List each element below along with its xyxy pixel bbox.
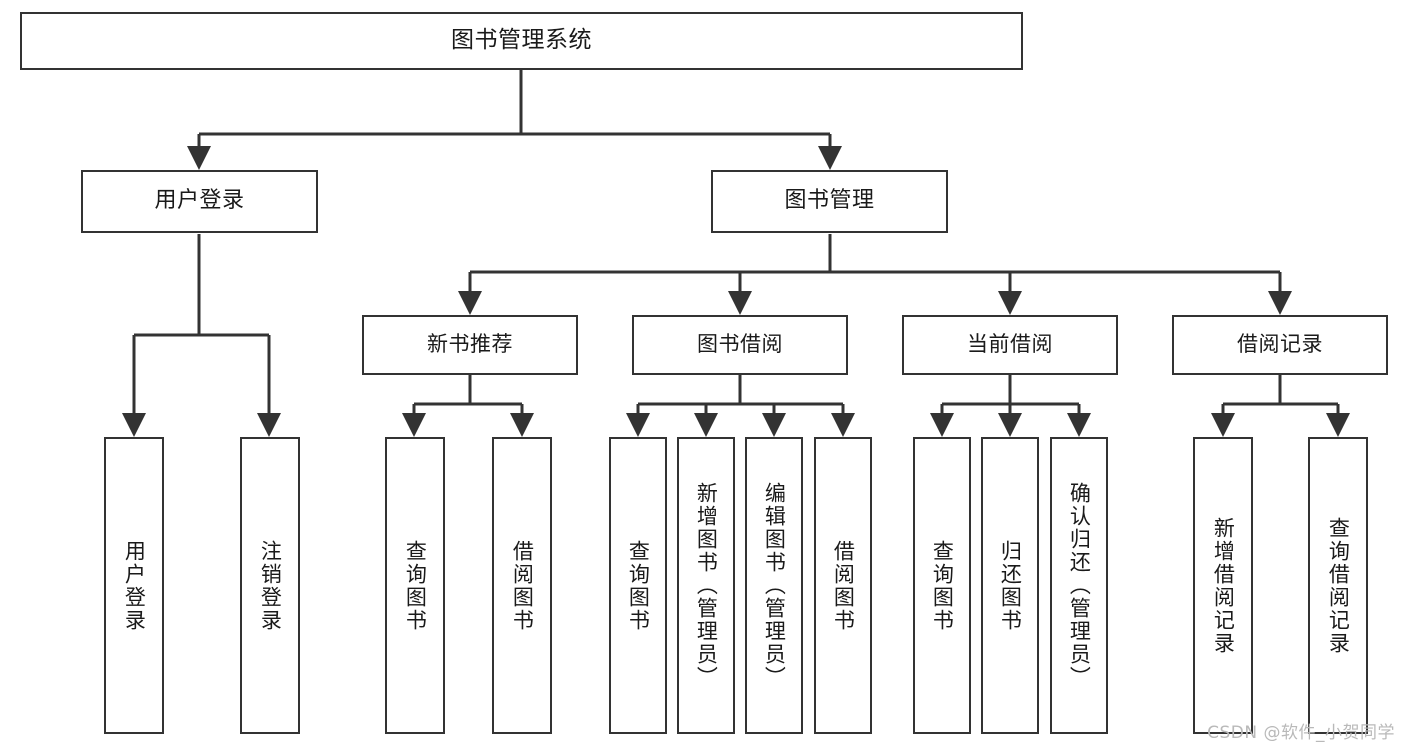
node-label: 借阅图书	[831, 539, 856, 632]
node-label: 用户登录	[122, 539, 147, 632]
node-label: 查询图书	[626, 539, 651, 632]
leaf-query-book-recommend[interactable]: 查询图书	[385, 437, 445, 734]
csdn-watermark: CSDN @软件_小贺同学	[1207, 723, 1395, 743]
leaf-borrow-book-recommend[interactable]: 借阅图书	[492, 437, 552, 734]
node-label: 注销登录	[258, 539, 283, 632]
leaf-query-book-current[interactable]: 查询图书	[913, 437, 971, 734]
node-label: 确认归还（管理员）	[1067, 482, 1092, 689]
node-book-borrow[interactable]: 图书借阅	[632, 315, 848, 375]
leaf-return-book[interactable]: 归还图书	[981, 437, 1039, 734]
leaf-borrow-book[interactable]: 借阅图书	[814, 437, 872, 734]
node-label: 新增图书（管理员）	[694, 482, 719, 689]
node-label: 图书管理系统	[451, 27, 592, 54]
leaf-add-book-admin[interactable]: 新增图书（管理员）	[677, 437, 735, 734]
node-label: 编辑图书（管理员）	[762, 482, 787, 689]
node-label: 查询图书	[930, 539, 955, 632]
node-label: 用户登录	[154, 188, 245, 214]
node-label: 借阅图书	[510, 539, 535, 632]
leaf-query-borrow-record[interactable]: 查询借阅记录	[1308, 437, 1368, 734]
leaf-logout[interactable]: 注销登录	[240, 437, 300, 734]
node-label: 新增借阅记录	[1211, 516, 1236, 655]
node-label: 图书借阅	[697, 332, 783, 357]
leaf-edit-book-admin[interactable]: 编辑图书（管理员）	[745, 437, 803, 734]
node-new-book-recommend[interactable]: 新书推荐	[362, 315, 578, 375]
node-user-login[interactable]: 用户登录	[81, 170, 318, 233]
node-book-management[interactable]: 图书管理	[711, 170, 948, 233]
node-label: 新书推荐	[427, 332, 513, 357]
node-label: 图书管理	[784, 188, 875, 214]
node-label: 归还图书	[998, 539, 1023, 632]
node-label: 查询图书	[403, 539, 428, 632]
node-label: 查询借阅记录	[1326, 516, 1351, 655]
node-label: 当前借阅	[967, 332, 1053, 357]
node-label: 借阅记录	[1237, 332, 1323, 357]
leaf-query-book-borrow[interactable]: 查询图书	[609, 437, 667, 734]
leaf-add-borrow-record[interactable]: 新增借阅记录	[1193, 437, 1253, 734]
node-current-borrow[interactable]: 当前借阅	[902, 315, 1118, 375]
leaf-user-login[interactable]: 用户登录	[104, 437, 164, 734]
leaf-confirm-return-admin[interactable]: 确认归还（管理员）	[1050, 437, 1108, 734]
node-borrow-record[interactable]: 借阅记录	[1172, 315, 1388, 375]
node-root-system[interactable]: 图书管理系统	[20, 12, 1023, 70]
